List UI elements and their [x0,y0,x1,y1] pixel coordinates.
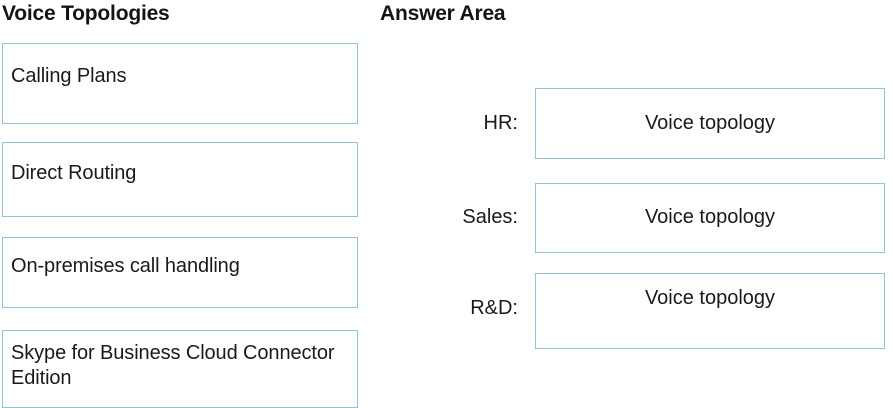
draggable-tile-label: On-premises call handling [11,255,240,277]
drop-target-placeholder: Voice topology [644,206,776,228]
voice-topologies-heading: Voice Topologies [2,2,170,25]
answer-row-label-hr: HR: [483,112,518,134]
draggable-tile-label: Skype for Business Cloud Connector Editi… [11,342,335,389]
draggable-tile-skype-for-business-cloud-connector-edition[interactable]: Skype for Business Cloud Connector Editi… [2,330,358,408]
drop-target-hr[interactable]: Voice topology [535,88,885,159]
answer-row-label-sales: Sales: [462,206,518,228]
drop-target-sales[interactable]: Voice topology [535,183,885,253]
draggable-tile-direct-routing[interactable]: Direct Routing [2,142,358,217]
draggable-tile-label: Calling Plans [11,65,127,87]
answer-area-heading: Answer Area [380,2,506,25]
draggable-tile-label: Direct Routing [11,162,137,184]
drop-target-placeholder: Voice topology [644,287,776,309]
drop-target-rd[interactable]: Voice topology [535,273,885,349]
draggable-tile-on-premises-call-handling[interactable]: On-premises call handling [2,237,358,308]
drop-target-placeholder: Voice topology [644,112,776,134]
answer-row-label-rd: R&D: [470,297,518,319]
draggable-tile-calling-plans[interactable]: Calling Plans [2,43,358,124]
